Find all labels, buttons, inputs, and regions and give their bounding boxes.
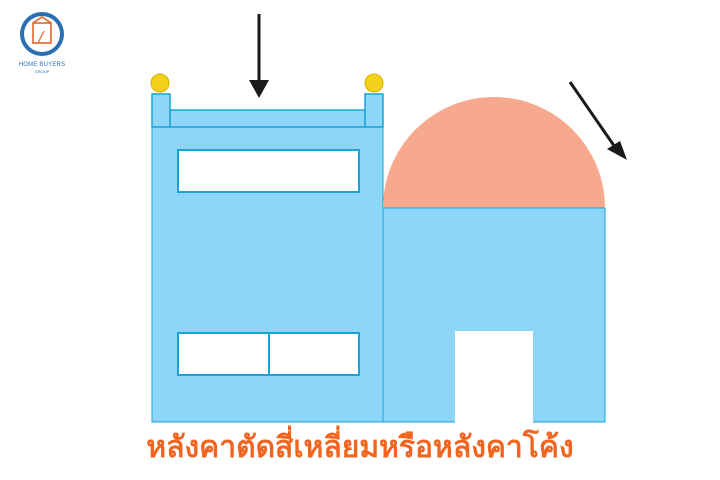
logo-brand-main: HOME BUYERS — [18, 62, 66, 68]
roof-post-left — [151, 93, 171, 128]
roof-lamp-icon — [150, 73, 170, 93]
doorway — [455, 331, 533, 423]
roof-post-right — [364, 93, 384, 128]
logo-brand-sub: GROUP — [34, 69, 50, 74]
roof-lamp-icon — [364, 73, 384, 93]
company-logo: HOME BUYERS GROUP — [12, 8, 72, 78]
diagonal-arrow-icon — [568, 81, 627, 160]
down-arrow-icon — [249, 14, 269, 98]
flat-roof-parapet — [169, 109, 366, 128]
caption-text: หลังคาตัดสี่เหลี่ยมหรือหลังคาโค้ง — [146, 430, 574, 465]
house-logo-icon — [20, 12, 64, 56]
curved-roof-dome — [383, 97, 605, 208]
upper-window — [177, 149, 360, 193]
